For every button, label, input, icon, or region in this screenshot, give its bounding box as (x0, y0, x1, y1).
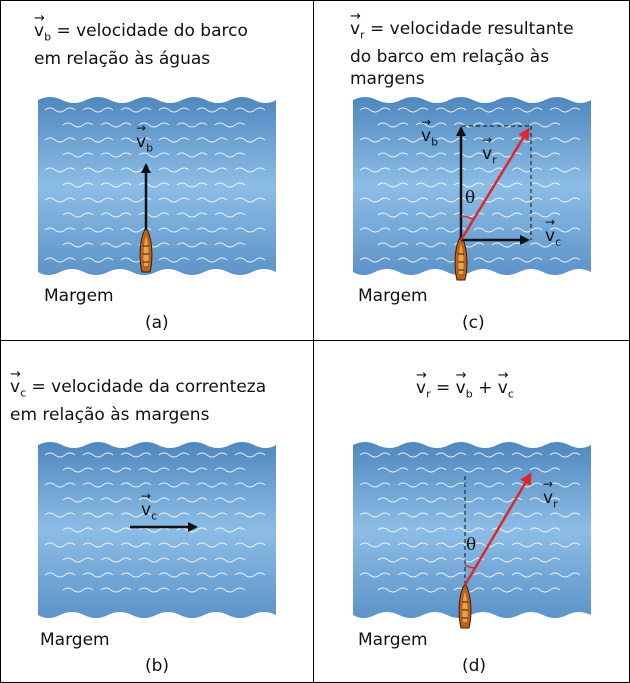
margin-label: Margem (40, 630, 110, 650)
vr-label: →vr (482, 133, 497, 167)
margin-label: Margem (358, 630, 428, 650)
caption-c: (c) (462, 313, 485, 333)
water-b (38, 442, 276, 618)
panel-b-definition: → vc = velocidade da correnteza em relaç… (10, 367, 267, 426)
panel-c-definition: → vr = velocidade resultante do barco em… (350, 9, 574, 90)
water-d (353, 442, 591, 618)
vr-arrow (459, 127, 530, 241)
margin-label: Margem (358, 286, 428, 306)
vb-label: →vb (136, 121, 154, 155)
caption-a: (a) (145, 313, 169, 333)
panel-a-definition: → vb = velocidade do barco em relação às… (34, 11, 248, 70)
vc-label: →vc (141, 489, 158, 523)
vr-arrow (463, 472, 532, 586)
theta-arc (464, 564, 477, 569)
vb-label: →vb (421, 115, 439, 149)
theta-arc (460, 215, 475, 221)
divider-vertical (313, 0, 314, 683)
divider-horizontal (0, 340, 630, 341)
panel-d-equation: →vr = →vb + →vc (416, 368, 514, 401)
theta-label: θ (466, 535, 477, 555)
vc-label: →vc (545, 215, 562, 249)
caption-b: (b) (145, 656, 170, 676)
vr-label: →vr (543, 477, 558, 511)
theta-label: θ (465, 188, 476, 208)
margin-label: Margem (44, 286, 114, 306)
caption-d: (d) (462, 656, 487, 676)
